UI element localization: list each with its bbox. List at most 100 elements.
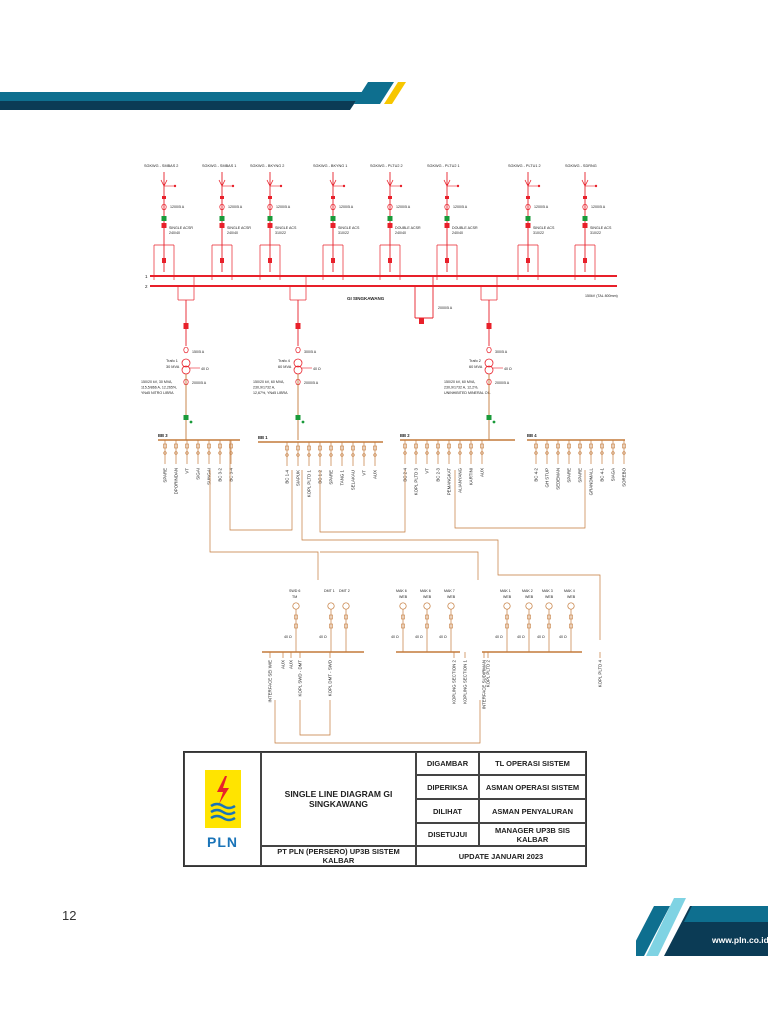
- gen-feeder-name: KOPLING SECTION 2: [452, 659, 457, 703]
- trafo-name: Trafo 1: [166, 359, 178, 363]
- trafo-winding: [181, 358, 191, 368]
- generator-ngr: 40 Ω: [391, 635, 399, 639]
- generator-ngr: 40 Ω: [284, 635, 292, 639]
- lv-breaker: [578, 443, 582, 449]
- ct-rating: 1200/5 A: [228, 205, 243, 209]
- generator-symbol: [503, 602, 511, 610]
- lv-breaker: [185, 443, 189, 449]
- conductor-type: SINGLE ACSR: [169, 226, 193, 230]
- lv-ct: [436, 451, 440, 455]
- ct-rating: 1200/5 A: [534, 205, 549, 209]
- footer-url: www.pln.co.id: [712, 935, 768, 945]
- earth-switch: [342, 184, 346, 188]
- generator-symbol: [545, 602, 553, 610]
- generator-name: DMT 2: [339, 589, 350, 593]
- lv-bus-name: BB 2: [400, 433, 410, 438]
- lv-breaker: [447, 443, 451, 449]
- feeder-name: SGKWG - PLTU2 1: [427, 164, 460, 168]
- trafo-ngr: 40 Ω: [313, 367, 321, 371]
- feeder-name: SGKWG - SDRNG: [565, 164, 597, 168]
- lv-feeder-name: AUX: [480, 468, 485, 477]
- lv-feeder-name: SOREBO: [622, 467, 627, 486]
- gen-feeder-name: AUX: [289, 660, 294, 669]
- lv-breaker: [545, 443, 549, 449]
- generator-breaker: [329, 623, 333, 629]
- disconnector: [268, 258, 272, 263]
- gen-feeder-name: INTERFACE SEI WIE: [268, 660, 273, 703]
- conductor-size: 310/22: [338, 231, 349, 235]
- lv-feeder-name: SPARE: [163, 468, 168, 483]
- lv-feeder-name: KOPL PLTD 3: [414, 467, 419, 495]
- breaker-symbol: [525, 216, 531, 221]
- generator-name: MAK 6: [396, 589, 407, 593]
- ct-rating: 1200/5 A: [453, 205, 468, 209]
- disconnector: [583, 258, 587, 263]
- earth-switch: [301, 420, 305, 424]
- lv-ct: [163, 451, 167, 455]
- ct-rating: 1200/5 A: [339, 205, 354, 209]
- lv-ct: [611, 451, 615, 455]
- ct-symbol: [387, 203, 393, 211]
- trafo-breaker: [183, 323, 189, 329]
- earth-switch: [173, 184, 177, 188]
- lv-ct: [469, 451, 473, 455]
- lv-ct: [185, 451, 189, 455]
- lv-ct: [362, 453, 366, 457]
- row-label-1: DIPERIKSA: [416, 775, 479, 799]
- conductor-type: SINGLE ACS: [338, 226, 360, 230]
- generator-symbol: [525, 602, 533, 610]
- lv-feeder-name: VT: [362, 470, 367, 476]
- generator-breaker: [547, 614, 551, 620]
- trafo-ngr: 40 Ω: [201, 367, 209, 371]
- trafo-name: Trafo 2: [469, 359, 481, 363]
- disconnector: [268, 196, 272, 199]
- logo-text: PLN: [207, 834, 238, 850]
- lv-ct: [622, 451, 626, 455]
- trafo-ct-hv: 150/5 A: [192, 350, 205, 354]
- lv-feeder-name: GRANDMALL: [589, 467, 594, 495]
- generator-breaker: [505, 614, 509, 620]
- company-name: PT PLN (PERSERO) UP3B SISTEM KALBAR: [261, 846, 416, 866]
- lv-breaker: [285, 445, 289, 451]
- feeder-name: SGKWG - SMBAS 2: [144, 164, 178, 168]
- disconnector: [526, 258, 530, 263]
- coupler-ct: 2000/5 A: [438, 306, 453, 310]
- lv-feeder-name: DPORINDAN: [174, 468, 179, 494]
- lv-breaker: [436, 443, 440, 449]
- gen-feeder-name: KOPL PLTD 2: [486, 659, 491, 687]
- conductor-type: DOUBLE ACSR: [395, 226, 421, 230]
- row-label-0: DIGAMBAR: [416, 752, 479, 775]
- disconnector: [445, 196, 449, 199]
- lv-feeder-name: GH STUP: [545, 468, 550, 488]
- breaker-symbol: [330, 223, 336, 228]
- ct-symbol: [444, 203, 450, 211]
- feeder-name: SGKWG - PLTU1 2: [508, 164, 541, 168]
- disconnector: [220, 196, 224, 199]
- disconnector: [331, 196, 335, 199]
- generator-breaker: [344, 614, 348, 620]
- ct-symbol: [486, 346, 492, 354]
- breaker-symbol: [387, 223, 393, 228]
- lv-breaker: [414, 443, 418, 449]
- trafo-spec: 230,9/1732 A,: [253, 386, 275, 390]
- generator-name: MAK 4: [564, 589, 575, 593]
- logo-cell: PLN: [184, 752, 261, 866]
- row-label-2: DILIHAT: [416, 799, 479, 823]
- gen-feeder-name: AUX: [281, 660, 286, 669]
- bus-coupler-link: [319, 470, 406, 533]
- lv-ct: [340, 453, 344, 457]
- breaker-symbol: [330, 216, 336, 221]
- lv-feeder-name: SIGAI: [196, 468, 201, 480]
- disconnector: [388, 258, 392, 263]
- earth-switch: [594, 184, 598, 188]
- generator-breaker: [425, 614, 429, 620]
- trafo-spec: 230,9/1732 A, 12,2%,: [444, 386, 478, 390]
- lv-feeder-name: SIAGA: [611, 468, 616, 481]
- generator-breaker: [449, 623, 453, 629]
- breaker-symbol: [387, 216, 393, 221]
- interface-link: [274, 700, 481, 744]
- trafo-rating: 60 MVA: [469, 365, 483, 369]
- breaker-symbol: [267, 223, 273, 228]
- breaker-symbol: [219, 223, 225, 228]
